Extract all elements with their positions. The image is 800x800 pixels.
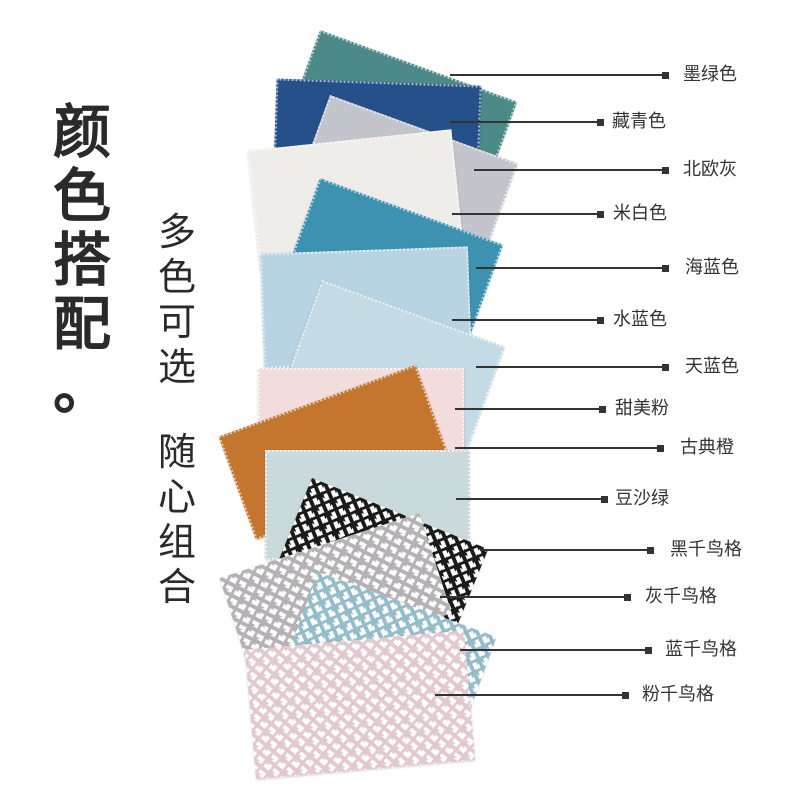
leader-line (474, 169, 665, 171)
leader-line (480, 549, 650, 551)
color-name: 甜美粉 (615, 398, 669, 419)
subtitle-char: 合 (157, 565, 196, 609)
main-title-char: 搭 (52, 226, 111, 294)
label-sky-blue: 天蓝色 (0, 357, 800, 377)
main-title-char: 。 (52, 354, 111, 422)
label-navy: 藏青色 (0, 112, 800, 132)
leader-line (440, 596, 627, 598)
main-title-char: 色 (52, 162, 111, 230)
label-grey-houndstooth: 灰千鸟格 (0, 587, 800, 607)
label-black-houndstooth: 黑千鸟格 (0, 540, 800, 560)
leader-dot (662, 364, 669, 371)
subtitle-char: 随 (157, 430, 196, 474)
subtitle-char: 心 (157, 475, 196, 519)
subtitle-char: 色 (157, 255, 196, 299)
leader-dot (662, 72, 669, 79)
main-title-char: 颜 (52, 98, 111, 166)
label-classic-orange: 古典橙 (0, 438, 800, 458)
label-water-blue: 水蓝色 (0, 310, 800, 330)
label-off-white: 米白色 (0, 204, 800, 224)
leader-line (450, 121, 600, 123)
label-nordic-grey: 北欧灰 (0, 160, 800, 180)
color-name: 豆沙绿 (615, 488, 669, 509)
leader-line (455, 408, 602, 410)
color-name: 北欧灰 (683, 159, 737, 180)
leader-dot (622, 692, 629, 699)
color-name: 墨绿色 (683, 64, 737, 85)
label-sweet-pink: 甜美粉 (0, 399, 800, 419)
color-name: 灰千鸟格 (645, 586, 717, 607)
color-name: 海蓝色 (685, 257, 739, 278)
leader-line (476, 366, 665, 368)
label-pink-houndstooth: 粉千鸟格 (0, 685, 800, 705)
main-title-char: 配 (52, 290, 111, 358)
label-dark-green: 墨绿色 (0, 65, 800, 85)
leader-dot (599, 406, 606, 413)
color-name: 天蓝色 (685, 356, 739, 377)
color-name: 水蓝色 (613, 309, 667, 330)
leader-dot (657, 445, 664, 452)
main-title: 颜 色 搭 配 。 (52, 100, 112, 420)
label-bean-green: 豆沙绿 (0, 489, 800, 509)
color-name: 米白色 (613, 203, 667, 224)
leader-line (456, 498, 604, 500)
leader-dot (597, 211, 604, 218)
leader-line (450, 74, 665, 76)
subtitle-char: 组 (157, 520, 196, 564)
leader-line (460, 649, 648, 651)
subtitle-char: 多 (157, 210, 196, 254)
subtitle-char: 可 (157, 300, 196, 344)
leader-dot (597, 317, 604, 324)
leader-dot (645, 647, 652, 654)
leader-line (476, 267, 665, 269)
subtitle: 多 色 可 选 随 心 组 合 (154, 210, 200, 610)
color-name: 古典橙 (680, 437, 734, 458)
color-name: 粉千鸟格 (642, 684, 714, 705)
leader-dot (601, 496, 608, 503)
leader-dot (662, 265, 669, 272)
label-sea-blue: 海蓝色 (0, 258, 800, 278)
color-name: 藏青色 (612, 111, 666, 132)
leader-dot (597, 119, 604, 126)
leader-line (455, 447, 660, 449)
leader-dot (647, 547, 654, 554)
label-blue-houndstooth: 蓝千鸟格 (0, 640, 800, 660)
leader-dot (662, 167, 669, 174)
color-name: 蓝千鸟格 (665, 639, 737, 660)
color-name: 黑千鸟格 (670, 539, 742, 560)
subtitle-char: 选 (157, 345, 196, 389)
leader-dot (624, 594, 631, 601)
leader-line (435, 694, 625, 696)
leader-line (452, 319, 600, 321)
leader-line (452, 213, 600, 215)
